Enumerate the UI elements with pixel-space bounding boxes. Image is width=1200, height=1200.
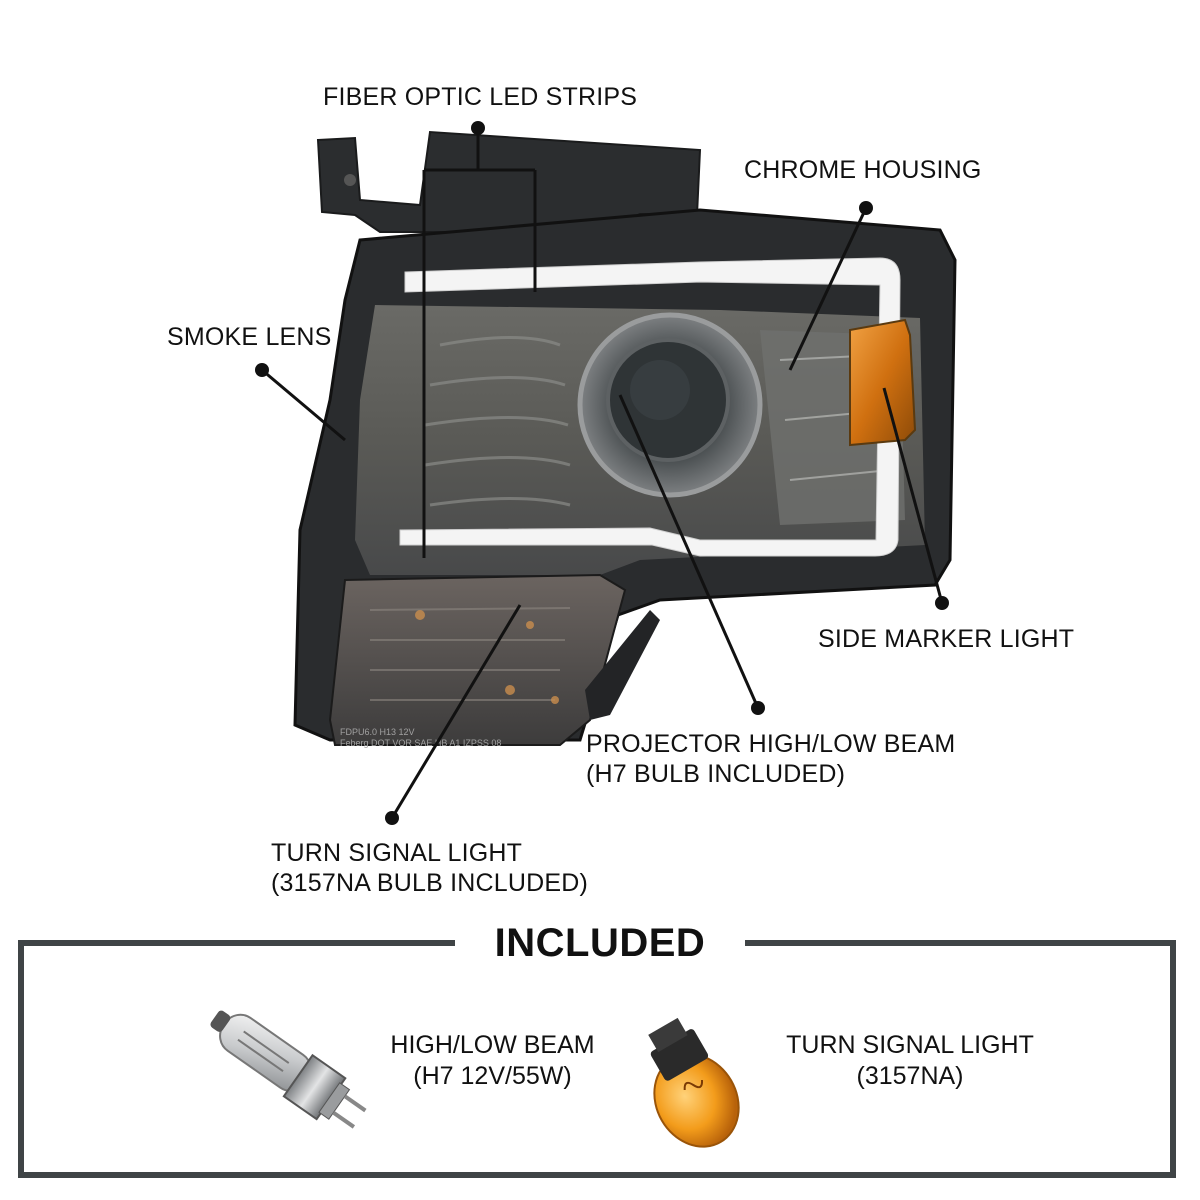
side-marker-lens [849, 318, 917, 447]
label-side-marker: SIDE MARKER LIGHT [818, 625, 1075, 653]
leader-chrome-housing [788, 207, 868, 371]
leader-projector [618, 394, 760, 709]
dot-fiber-optic [471, 121, 485, 135]
leader-smoke-lens [261, 368, 346, 442]
dot-projector [751, 701, 765, 715]
lens-text-1: FDPU6.0 H13 12V [340, 727, 415, 737]
dot-chrome-housing [859, 201, 873, 215]
fiber-optic-led-strip [399, 257, 901, 557]
label-fiber-optic: FIBER OPTIC LED STRIPS [323, 83, 638, 111]
label-turn-signal: TURN SIGNAL LIGHT (3157NA BULB INCLUDED) [271, 839, 589, 897]
lens-text-2: Feberg DOT VOR SAE HB A1 IZPSS 08 [340, 738, 501, 748]
leader-turn-signal [390, 604, 522, 819]
label-projector: PROJECTOR HIGH/LOW BEAM (H7 BULB INCLUDE… [586, 730, 956, 788]
label-smoke-lens: SMOKE LENS [167, 323, 332, 351]
dot-side-marker [935, 596, 949, 610]
label-chrome-housing: CHROME HOUSING [744, 156, 982, 184]
label-h7-bulb: HIGH/LOW BEAM (H7 12V/55W) [390, 1031, 595, 1090]
leader-fiber-optic [422, 128, 537, 558]
h7-bulb-image [210, 1010, 367, 1129]
3157na-bulb-image [648, 1017, 740, 1148]
leader-side-marker [882, 387, 944, 604]
turn-signal-lens [328, 573, 627, 746]
included-title: INCLUDED [455, 913, 745, 973]
label-3157na-bulb: TURN SIGNAL LIGHT (3157NA) [786, 1031, 1034, 1090]
dot-smoke-lens [255, 363, 269, 377]
dot-turn-signal [385, 811, 399, 825]
leader-lines [261, 128, 944, 819]
